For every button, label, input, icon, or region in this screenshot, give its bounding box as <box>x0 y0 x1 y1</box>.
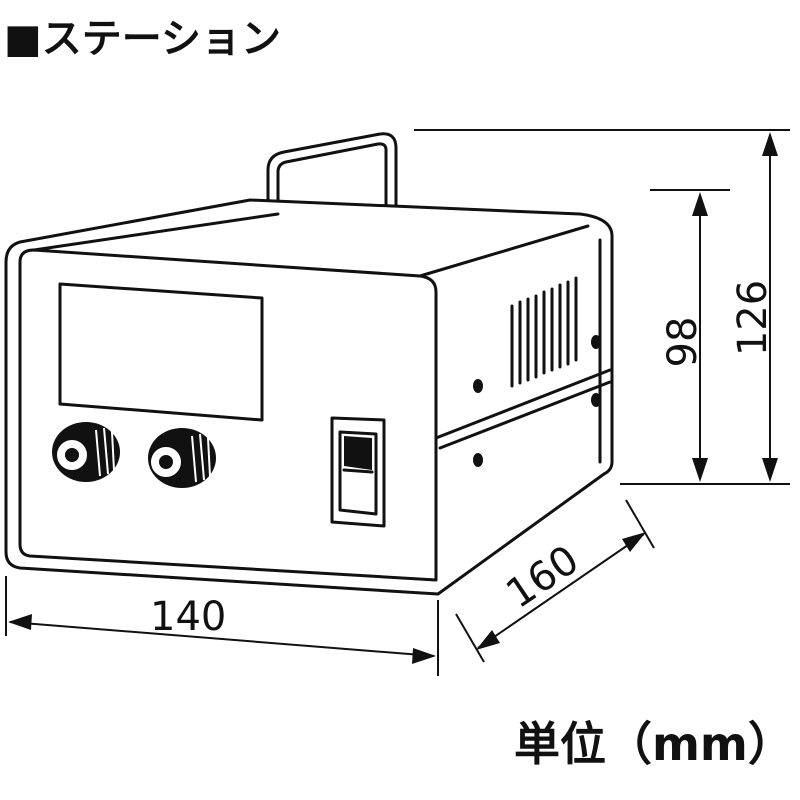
dimension-total-height: 126 <box>414 129 790 485</box>
width-label: 140 <box>150 594 226 640</box>
dimension-body-height: 98 <box>650 189 730 482</box>
power-switch <box>330 416 386 528</box>
temperature-knob-left <box>52 422 120 482</box>
temperature-knob-right <box>148 428 216 488</box>
side-screws <box>473 335 601 467</box>
vent-slots <box>510 276 578 388</box>
unit-label: 単位（mm） <box>514 717 794 771</box>
total-height-label: 126 <box>730 280 776 356</box>
station-unit <box>4 132 614 596</box>
dimension-width: 140 <box>5 576 439 676</box>
body-height-label: 98 <box>660 317 706 368</box>
display-window <box>58 282 264 422</box>
depth-label: 160 <box>498 537 587 618</box>
page-title: ■ステーション <box>4 16 281 62</box>
